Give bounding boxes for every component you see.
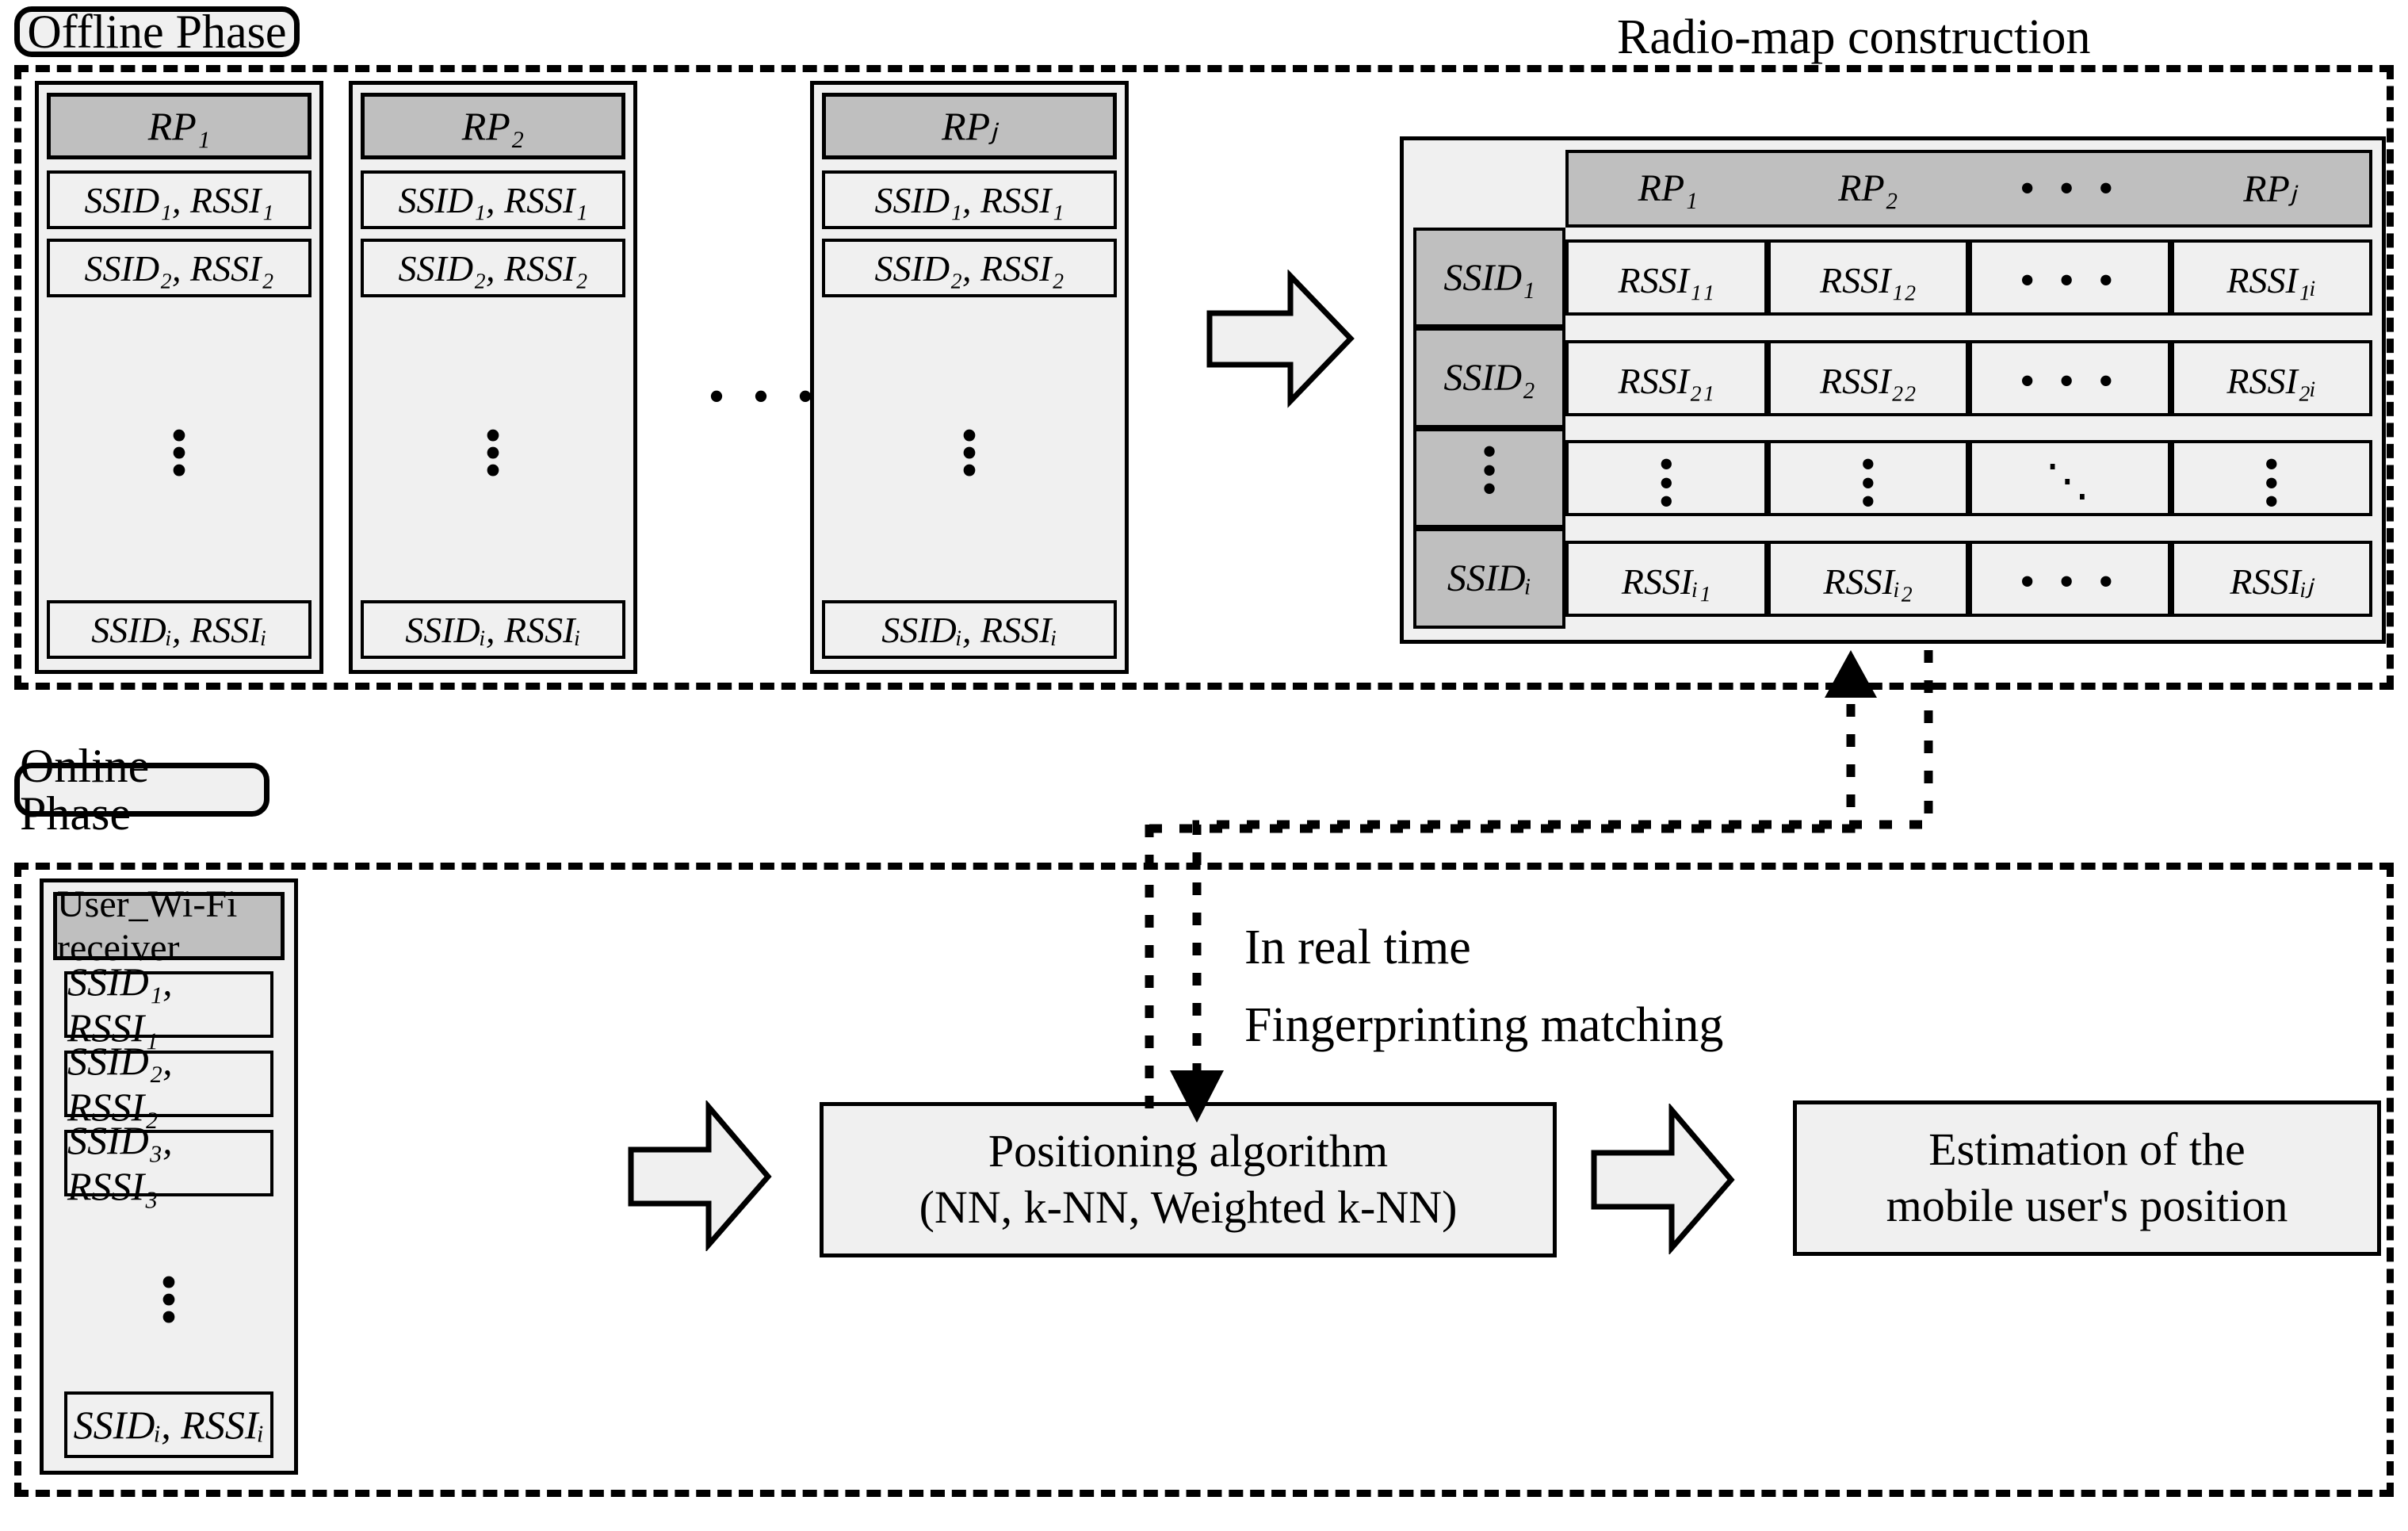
online-phase-container: [14, 863, 2394, 1497]
radio-map-row-2: SSID₂ RSSI₂₁ RSSI₂₂ • • • RSSI₂ᵢ: [1413, 327, 2372, 428]
radiomap-to-algorithm-connector: [1170, 650, 1942, 1142]
radio-map-header-row: RP₁ RP₂ • • • RPⱼ: [1413, 150, 2372, 228]
rp-column-1-row-1: SSID₁, RSSI₁: [47, 170, 312, 229]
rp-column-2-row-2: SSID₂, RSSI₂: [361, 239, 625, 297]
radio-map-construction-title: Radio-map construction: [1617, 10, 2091, 64]
radio-map-row-i: SSIDᵢ RSSIᵢ₁ RSSIᵢ₂ • • • RSSIᵢⱼ: [1413, 528, 2372, 629]
online-phase-label: Online Phase: [20, 740, 150, 840]
estimation-line1: Estimation of the: [1928, 1123, 2246, 1176]
radio-map-cell-2-2: RSSI₂₂: [1767, 327, 1969, 428]
radio-map-cell-1-j: RSSI₁ᵢ: [2170, 228, 2372, 328]
radio-map-table: RP₁ RP₂ • • • RPⱼ SSID₁ RSSI₁₁ RSSI₁₂ • …: [1400, 136, 2386, 644]
estimation-line2: mobile user's position: [1886, 1180, 2288, 1231]
rp-column-1-last-row: SSIDᵢ, RSSIᵢ: [47, 600, 312, 659]
offline-phase-pill: Offline Phase: [14, 6, 300, 57]
estimation-box: Estimation of the mobile user's position: [1793, 1100, 2381, 1256]
radio-map-col-header-ellipsis-icon: • • •: [1969, 150, 2171, 228]
radio-map-row-header-2: SSID₂: [1413, 327, 1565, 428]
positioning-algorithm-text: Positioning algorithm (NN, k-NN, Weighte…: [919, 1123, 1458, 1236]
radio-map-cell-2-1: RSSI₂₁: [1565, 327, 1768, 428]
offline-to-radiomap-arrow-icon: [1205, 270, 1355, 408]
rp-column-j-row-2: SSID₂, RSSI₂: [822, 239, 1117, 297]
radio-map-col-header-j: RPⱼ: [2170, 150, 2372, 228]
offline-phase-container: [14, 65, 2394, 690]
radio-map-cell-1-ellipsis-icon: • • •: [1969, 228, 2171, 328]
rp-column-1-vertical-ellipsis-icon: •••: [170, 408, 188, 499]
radio-map-cell-i-j: RSSIᵢⱼ: [2170, 528, 2372, 629]
algorithm-to-estimation-arrow-icon: [1589, 1104, 1736, 1254]
rp-column-j-last-row: SSIDᵢ, RSSIᵢ: [822, 600, 1117, 659]
radio-map-row-1: SSID₁ RSSI₁₁ RSSI₁₂ • • • RSSI₁ᵢ: [1413, 227, 2372, 328]
radio-map-row-ellipsis: ••• ••• ••• ⋱ •••: [1413, 427, 2372, 529]
radio-map-cell-2-j: RSSI₂ᵢ: [2170, 327, 2372, 428]
user-wifi-receiver-header: User_Wi-Fi receiver: [53, 883, 285, 969]
radio-map-row-header-ellipsis-icon: •••: [1413, 427, 1565, 529]
rp-column-j: RPⱼ SSID₁, RSSI₁ SSID₂, RSSI₂ ••• SSIDᵢ,…: [810, 81, 1129, 674]
radio-map-cell-2-ellipsis-icon: • • •: [1969, 327, 2171, 428]
radio-map-cell-i-2: RSSIᵢ₂: [1767, 528, 1969, 629]
radio-map-cell-e-1-icon: •••: [1565, 428, 1768, 529]
offline-columns-ellipsis-icon: • • •: [708, 369, 822, 423]
rp-column-2: RP₂ SSID₁, RSSI₁ SSID₂, RSSI₂ ••• SSIDᵢ,…: [349, 81, 637, 674]
realtime-feedback-connector-left-drop: [1133, 825, 1181, 1110]
user-row-1: SSID₁, RSSI₁: [64, 959, 273, 1050]
positioning-algorithm-box: Positioning algorithm (NN, k-NN, Weighte…: [820, 1102, 1557, 1257]
radio-map-cell-i-1: RSSIᵢ₁: [1565, 528, 1768, 629]
radio-map-col-header-2: RP₂: [1767, 150, 1969, 228]
rp-column-j-header: RPⱼ: [822, 93, 1117, 159]
radio-map-col-header-1: RP₁: [1565, 150, 1768, 228]
radio-map-row-header-1: SSID₁: [1413, 227, 1565, 328]
in-real-time-label: In real time: [1244, 921, 1471, 974]
positioning-algorithm-line2: (NN, k-NN, Weighted k-NN): [919, 1181, 1458, 1233]
rp-column-1: RP₁ SSID₁, RSSI₁ SSID₂, RSSI₂ ••• SSIDᵢ,…: [35, 81, 323, 674]
positioning-algorithm-line1: Positioning algorithm: [988, 1125, 1389, 1177]
rp-column-2-last-row: SSIDᵢ, RSSIᵢ: [361, 600, 625, 659]
radio-map-cell-e-2-icon: •••: [1767, 428, 1969, 529]
rp-column-2-vertical-ellipsis-icon: •••: [484, 408, 502, 499]
radio-map-cell-e-j-icon: •••: [2170, 428, 2372, 529]
user-last-row: SSIDᵢ, RSSIᵢ: [64, 1391, 273, 1458]
radio-map-cell-e-diag-icon: ⋱: [1969, 428, 2171, 529]
estimation-text: Estimation of the mobile user's position: [1886, 1122, 2288, 1234]
radio-map-row-header-i: SSIDᵢ: [1413, 528, 1565, 629]
offline-phase-label: Offline Phase: [27, 6, 287, 58]
rp-column-1-header: RP₁: [47, 93, 312, 159]
rp-column-j-row-1: SSID₁, RSSI₁: [822, 170, 1117, 229]
user-vertical-ellipsis-icon: •••: [160, 1255, 178, 1345]
radio-map-cell-i-ellipsis-icon: • • •: [1969, 528, 2171, 629]
user-row-2: SSID₂, RSSI₂: [64, 1039, 273, 1129]
radio-map-corner-cell: [1413, 150, 1565, 228]
user-wifi-receiver-card: User_Wi-Fi receiver SSID₁, RSSI₁ SSID₂, …: [40, 878, 298, 1475]
user-to-algorithm-arrow-icon: [626, 1100, 773, 1251]
online-phase-pill: Online Phase: [14, 742, 269, 837]
rp-column-2-header: RP₂: [361, 93, 625, 159]
radio-map-cell-1-2: RSSI₁₂: [1767, 228, 1969, 328]
rp-column-1-row-2: SSID₂, RSSI₂: [47, 239, 312, 297]
rp-column-2-row-1: SSID₁, RSSI₁: [361, 170, 625, 229]
rp-column-j-vertical-ellipsis-icon: •••: [961, 408, 978, 499]
user-row-3: SSID₃, RSSI₃: [64, 1118, 273, 1208]
radio-map-cell-1-1: RSSI₁₁: [1565, 228, 1768, 328]
fingerprinting-matching-label: Fingerprinting matching: [1244, 998, 1724, 1052]
